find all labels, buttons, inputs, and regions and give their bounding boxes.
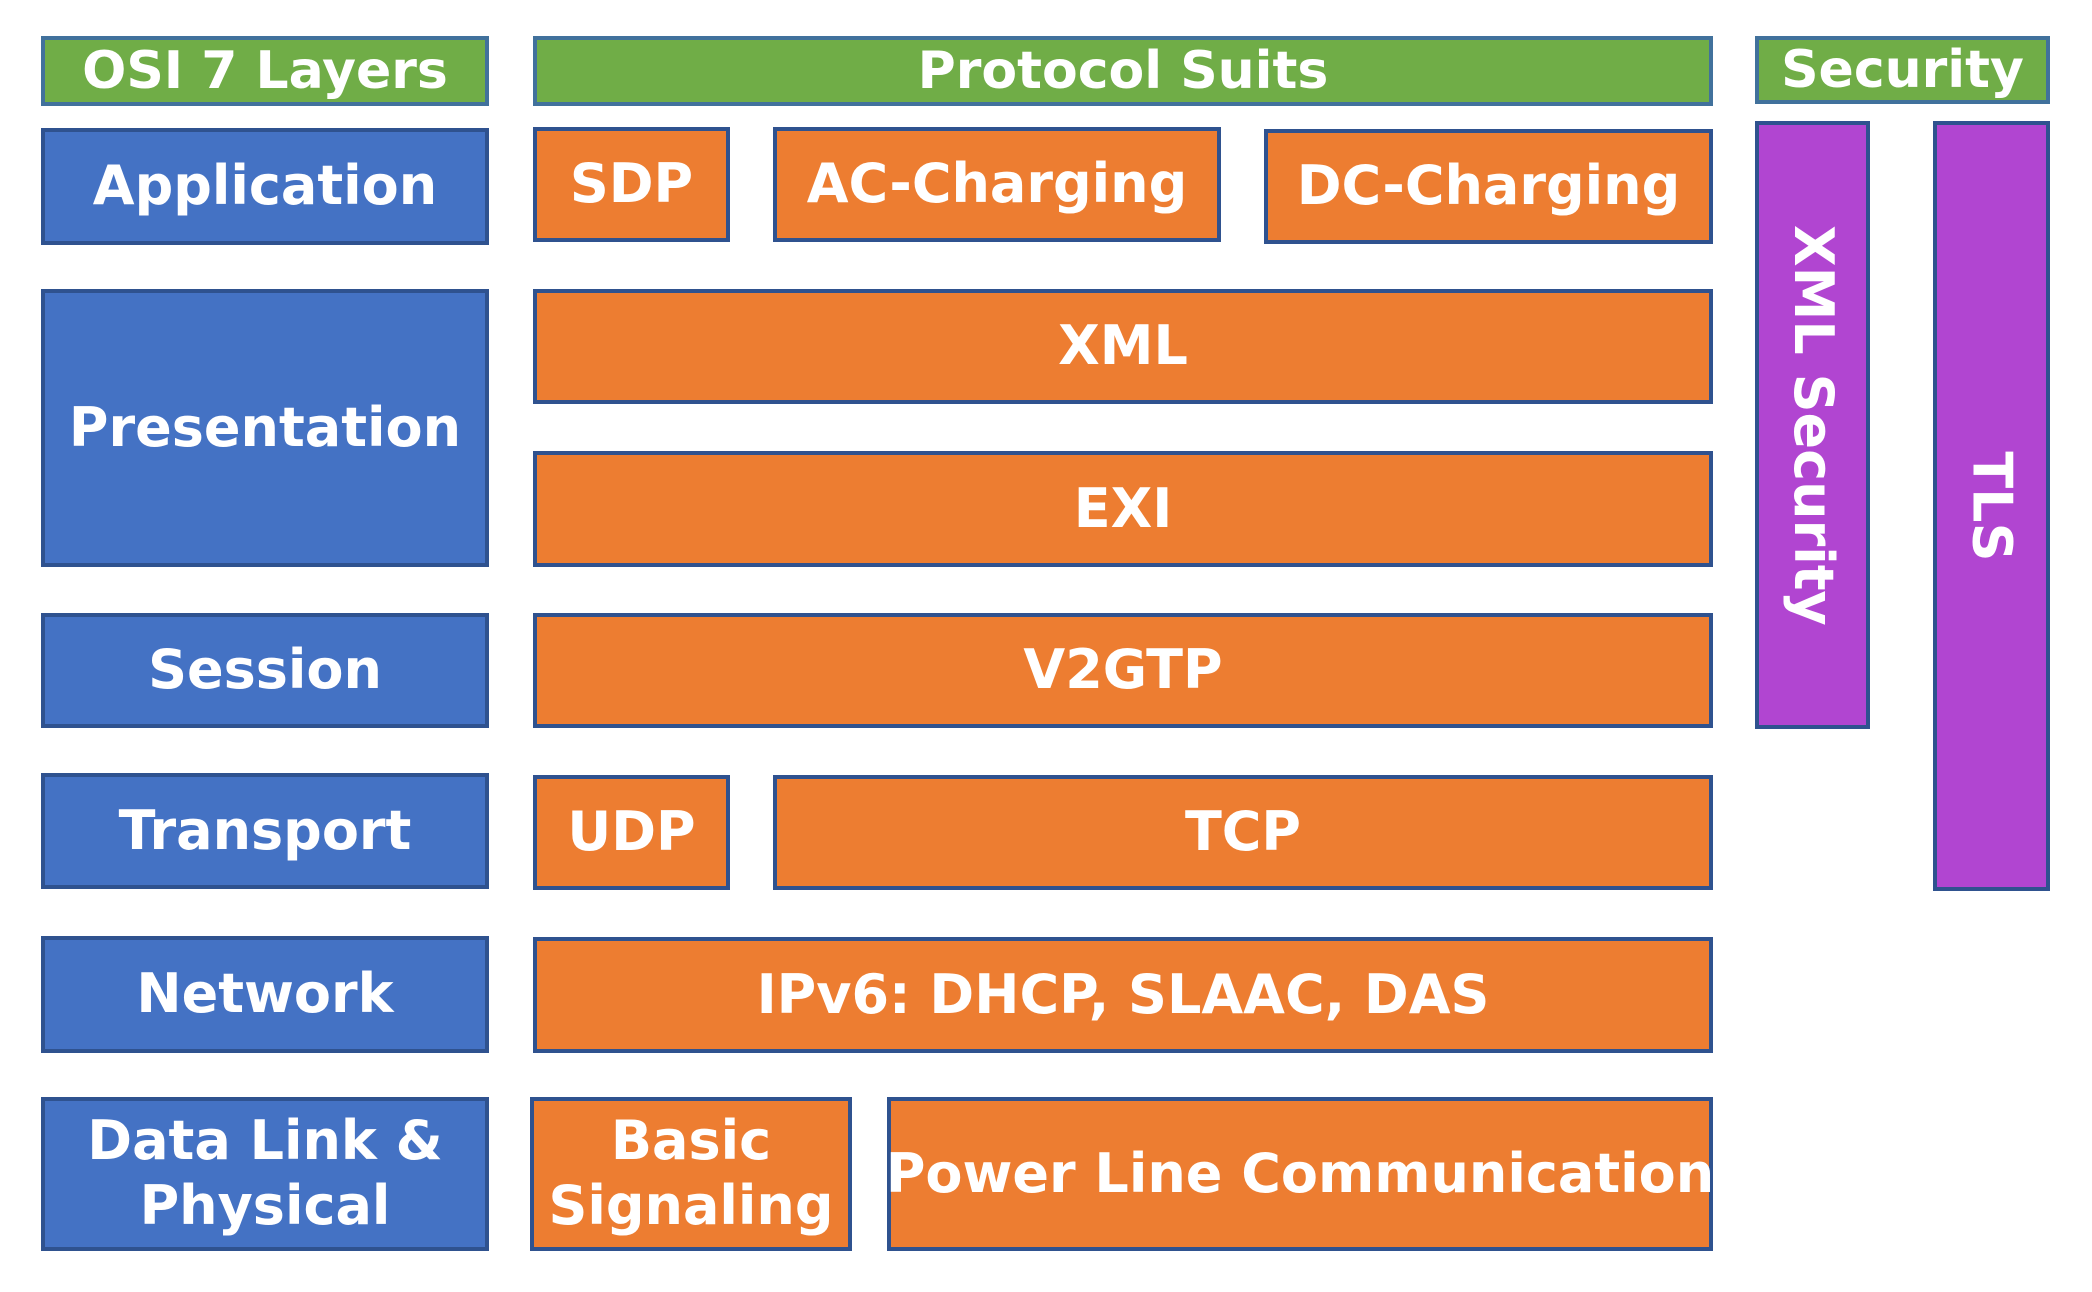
osi-layer-datalink-label-line1: Data Link & bbox=[87, 1109, 443, 1173]
osi-layer-datalink-physical: Data Link & Physical bbox=[41, 1097, 489, 1251]
protocol-ac-charging: AC-Charging bbox=[773, 127, 1221, 242]
protocol-exi: EXI bbox=[533, 451, 1713, 567]
security-tls: TLS bbox=[1933, 121, 2050, 891]
protocol-sdp-label: SDP bbox=[569, 152, 694, 216]
security-tls-label: TLS bbox=[1960, 450, 2024, 562]
header-security: Security bbox=[1755, 36, 2050, 104]
protocol-v2gtp-label: V2GTP bbox=[1023, 638, 1223, 702]
protocol-dc-charging: DC-Charging bbox=[1264, 129, 1713, 244]
protocol-udp: UDP bbox=[533, 775, 730, 890]
protocol-power-line-communication: Power Line Communication bbox=[885, 1097, 1715, 1251]
protocol-ac-charging-label: AC-Charging bbox=[806, 152, 1188, 216]
protocol-tcp-label: TCP bbox=[1184, 800, 1302, 864]
protocol-xml: XML bbox=[533, 289, 1713, 404]
security-xml-security: XML Security bbox=[1755, 121, 1870, 729]
osi-layer-presentation: Presentation bbox=[41, 289, 489, 567]
header-security-label: Security bbox=[1781, 39, 2024, 100]
header-osi-layers: OSI 7 Layers bbox=[41, 36, 489, 106]
protocol-plc-label: Power Line Communication bbox=[885, 1141, 1715, 1205]
protocol-tcp: TCP bbox=[773, 775, 1713, 890]
osi-layer-session-label: Session bbox=[148, 638, 382, 702]
osi-layer-network: Network bbox=[41, 936, 489, 1053]
security-xml-security-label: XML Security bbox=[1781, 224, 1845, 626]
protocol-xml-label: XML bbox=[1058, 314, 1188, 378]
osi-layer-transport: Transport bbox=[41, 773, 489, 889]
protocol-udp-label: UDP bbox=[567, 800, 696, 864]
osi-layer-application: Application bbox=[41, 128, 489, 245]
osi-layer-datalink-label-line2: Physical bbox=[139, 1174, 391, 1237]
protocol-basic-signaling-line1: Basic bbox=[610, 1109, 772, 1173]
protocol-v2gtp: V2GTP bbox=[533, 613, 1713, 728]
osi-layer-network-label: Network bbox=[136, 962, 394, 1026]
protocol-exi-label: EXI bbox=[1073, 476, 1173, 540]
header-osi-layers-label: OSI 7 Layers bbox=[82, 40, 448, 101]
header-protocol-suits-label: Protocol Suits bbox=[917, 40, 1329, 101]
osi-layer-transport-label: Transport bbox=[118, 798, 412, 862]
protocol-ipv6: IPv6: DHCP, SLAAC, DAS bbox=[533, 937, 1713, 1053]
protocol-sdp: SDP bbox=[533, 127, 730, 242]
osi-layer-presentation-label: Presentation bbox=[68, 395, 462, 459]
protocol-ipv6-label: IPv6: DHCP, SLAAC, DAS bbox=[756, 962, 1490, 1026]
header-protocol-suits: Protocol Suits bbox=[533, 36, 1713, 106]
osi-layer-session: Session bbox=[41, 613, 489, 728]
protocol-basic-signaling-line2: Signaling bbox=[548, 1174, 834, 1237]
osi-layer-application-label: Application bbox=[92, 154, 438, 218]
protocol-basic-signaling: Basic Signaling bbox=[530, 1097, 852, 1251]
protocol-dc-charging-label: DC-Charging bbox=[1296, 154, 1681, 218]
